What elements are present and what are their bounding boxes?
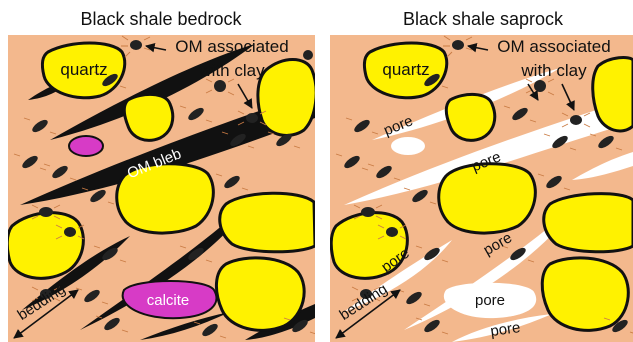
quartz-grain [258, 60, 316, 136]
bedrock-panel: quartz OM associated with clay OM bleb c… [7, 35, 316, 342]
pore-ellipse [391, 137, 425, 155]
saprock-title: Black shale saprock [403, 9, 564, 29]
quartz-grain [216, 258, 304, 330]
pore-label: pore [475, 292, 505, 309]
quartz-grain [446, 94, 495, 140]
bedrock-title: Black shale bedrock [80, 9, 242, 29]
quartz-grain [7, 213, 83, 279]
calcite-label: calcite [147, 292, 190, 309]
quartz-grain [593, 58, 633, 131]
quartz-label: quartz [382, 60, 429, 79]
saprock-panel: quartz OM associated with clay pore pore… [330, 35, 633, 342]
quartz-label: quartz [60, 60, 107, 79]
om-clay-label-line2: with clay [198, 61, 265, 80]
om-clay-label-line2: with clay [520, 61, 587, 80]
om-clay-label-line1: OM associated [175, 37, 288, 56]
quartz-grain [124, 94, 173, 140]
calcite-grain [69, 136, 103, 156]
quartz-grain [542, 258, 628, 330]
quartz-grain [220, 193, 315, 252]
quartz-grain [544, 194, 633, 252]
om-clay-label-line1: OM associated [497, 37, 610, 56]
quartz-grain [439, 164, 536, 233]
